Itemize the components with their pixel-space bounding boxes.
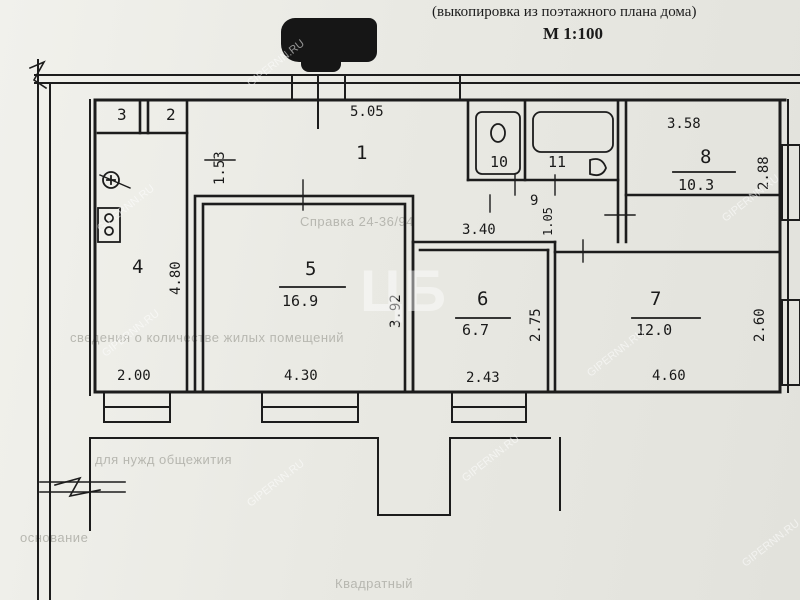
room-5-area: 16.9 <box>282 292 319 310</box>
plan-title: (выкопировка из поэтажного плана дома) <box>432 4 697 20</box>
plan-scale: М 1:100 <box>543 24 603 43</box>
apartment-outline <box>93 98 787 394</box>
dimension-ticks <box>99 159 636 263</box>
fixtures <box>97 111 614 243</box>
room-5-label: 5 <box>305 258 317 280</box>
ghost-text: Квадратный <box>335 576 414 591</box>
room-11-label: 11 <box>548 153 567 171</box>
dim-room6-top: 3.40 <box>462 222 496 238</box>
dim-room4-width: 2.00 <box>117 368 151 384</box>
dim-room7-width: 4.60 <box>652 368 686 384</box>
dim-room5-width: 4.30 <box>284 368 318 384</box>
room-10-label: 10 <box>490 153 509 171</box>
dim-room7-depth: 2.60 <box>752 308 768 342</box>
dim-room9-width: 1.05 <box>541 207 555 236</box>
dim-room8-width: 3.58 <box>667 116 701 132</box>
area-underlines <box>279 171 736 319</box>
room-8-label: 8 <box>700 146 712 168</box>
ghost-text: основание <box>20 530 89 545</box>
room-7-label: 7 <box>650 288 662 310</box>
ghost-text: Справка 24-36/94 <box>300 214 414 229</box>
room-4-label: 4 <box>132 256 144 278</box>
right-wall-windows <box>781 99 800 393</box>
ghost-text: для нужд общежития <box>95 452 233 467</box>
wall-break-symbol <box>28 60 126 498</box>
room-9-label: 9 <box>530 193 539 209</box>
ghost-text: сведения о количестве жилых помещений <box>70 330 345 345</box>
watermark-logo: ЦБ <box>360 259 449 324</box>
outer-wall <box>34 59 800 600</box>
room-6-area: 6.7 <box>462 321 490 339</box>
bottom-windows <box>103 391 527 423</box>
room-8-area: 10.3 <box>678 176 715 194</box>
dim-room4-length: 4.80 <box>168 261 184 295</box>
dim-corridor-length: 5.05 <box>350 104 384 120</box>
redaction-mark <box>281 18 377 72</box>
room-2-label: 2 <box>166 105 176 124</box>
room-3-label: 3 <box>117 105 127 124</box>
room-7-area: 12.0 <box>636 321 673 339</box>
interior-walls <box>96 98 782 394</box>
entrance-shaft <box>291 74 461 129</box>
dim-room6-depth: 2.75 <box>528 308 544 342</box>
dim-corridor-width: 1.53 <box>212 151 228 185</box>
room-1-label: 1 <box>356 142 368 164</box>
room-6-label: 6 <box>477 288 489 310</box>
dim-room6-width: 2.43 <box>466 370 500 386</box>
